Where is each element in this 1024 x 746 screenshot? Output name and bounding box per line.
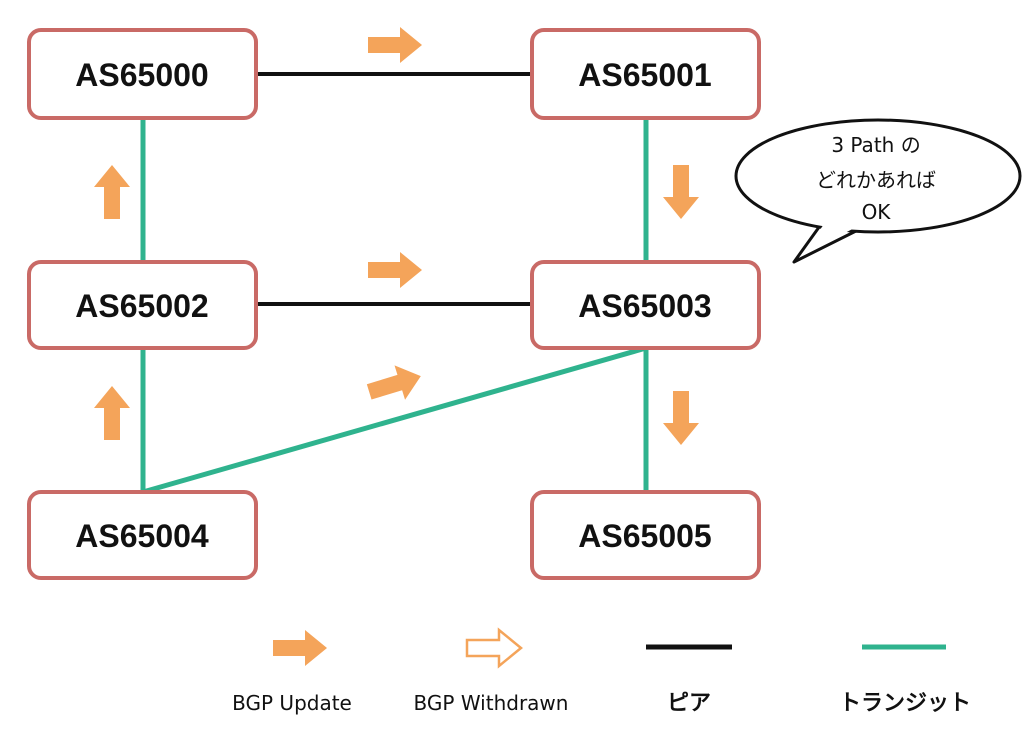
as-node-as65000: AS65000 xyxy=(27,28,258,120)
legend-update-label: BGP Update xyxy=(232,691,352,715)
update-arrow-icon xyxy=(368,252,422,288)
as-node-label: AS65005 xyxy=(578,518,711,554)
update-arrow-icon xyxy=(94,386,130,440)
as-node-label: AS65001 xyxy=(578,57,711,93)
legend-withdrawn-label: BGP Withdrawn xyxy=(414,691,569,715)
legend-peer-label: ピア xyxy=(667,691,711,716)
as-node-label: AS65004 xyxy=(75,518,209,554)
legend-update-arrow-icon xyxy=(273,630,327,666)
callout-bubble: 3 Path の どれかあれば OK xyxy=(734,118,1022,264)
as-node-label: AS65002 xyxy=(75,288,208,324)
as-node-as65002: AS65002 xyxy=(27,260,258,350)
legend-transit-label: トランジット xyxy=(839,691,971,716)
as-node-as65005: AS65005 xyxy=(530,490,761,580)
as-node-label: AS65000 xyxy=(75,57,208,93)
as-node-as65003: AS65003 xyxy=(530,260,761,350)
callout-line-3: OK xyxy=(862,200,892,224)
as-node-label: AS65003 xyxy=(578,288,711,324)
legend: BGP Update BGP Withdrawn ピア トランジット xyxy=(232,627,971,716)
as-node-as65001: AS65001 xyxy=(530,28,761,120)
update-arrow-icon xyxy=(366,365,421,400)
update-arrow-icon xyxy=(663,165,699,219)
callout-line-2: どれかあれば xyxy=(816,168,936,192)
update-arrow-icon xyxy=(94,165,130,219)
update-arrow-icon xyxy=(368,27,422,63)
as-node-as65004: AS65004 xyxy=(27,490,258,580)
transit-link-as65004-as65003 xyxy=(142,345,647,495)
callout-line-1: 3 Path の xyxy=(831,133,920,157)
legend-withdrawn-arrow-icon xyxy=(465,627,523,669)
update-arrow-icon xyxy=(663,391,699,445)
